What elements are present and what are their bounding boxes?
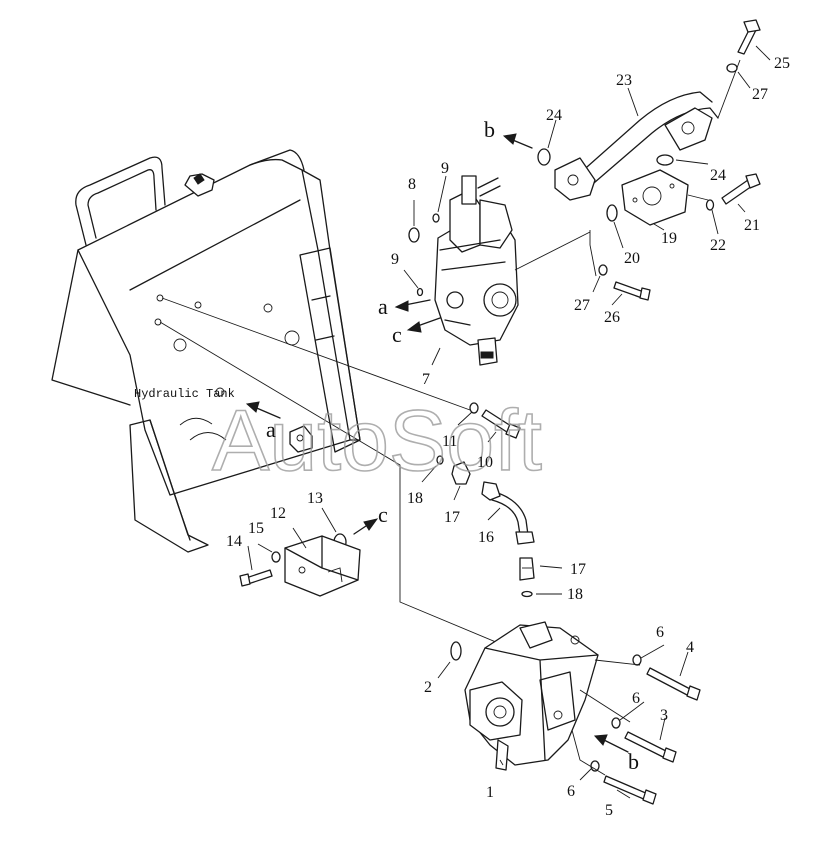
callout-8: 8 bbox=[408, 176, 416, 193]
pump-1 bbox=[464, 621, 641, 776]
callout-24-lower: 24 bbox=[710, 167, 726, 184]
watermark-text: AutoSoft bbox=[212, 393, 542, 489]
callout-6-upper: 6 bbox=[656, 624, 664, 641]
callout-2: 2 bbox=[424, 679, 432, 696]
callout-18-left: 18 bbox=[407, 490, 423, 507]
callout-6-lower: 6 bbox=[567, 783, 575, 800]
flow-letter-a-valve: a bbox=[378, 294, 388, 319]
block-12 bbox=[284, 535, 361, 597]
bolts bbox=[239, 19, 761, 805]
callout-16: 16 bbox=[478, 529, 494, 546]
callout-19: 19 bbox=[661, 230, 677, 247]
callout-21: 21 bbox=[744, 217, 760, 234]
callout-17-left: 17 bbox=[444, 509, 460, 526]
callout-22: 22 bbox=[710, 237, 726, 254]
callout-18-right: 18 bbox=[567, 586, 583, 603]
flow-arrows bbox=[245, 133, 629, 753]
callout-11: 11 bbox=[442, 433, 457, 450]
callout-20: 20 bbox=[624, 250, 640, 267]
flow-letter-b-bottom: b bbox=[628, 749, 639, 774]
callout-27-left: 27 bbox=[574, 297, 590, 314]
flange-block-19 bbox=[621, 169, 709, 226]
callout-9-upper: 9 bbox=[441, 160, 449, 177]
fittings bbox=[451, 461, 535, 581]
callout-3: 3 bbox=[660, 707, 668, 724]
callout-7: 7 bbox=[422, 371, 430, 388]
callout-12: 12 bbox=[270, 505, 286, 522]
flow-letters: a a b b c c bbox=[266, 117, 639, 774]
callout-17-right: 17 bbox=[570, 561, 586, 578]
callout-26: 26 bbox=[604, 309, 620, 326]
callout-14: 14 bbox=[226, 533, 242, 550]
callout-numbers: 1 2 3 4 5 6 6 6 7 8 9 9 10 11 12 13 14 1… bbox=[226, 55, 790, 819]
callout-23: 23 bbox=[616, 72, 632, 89]
callout-1: 1 bbox=[486, 784, 494, 801]
callout-4: 4 bbox=[686, 639, 694, 656]
callout-24-upper: 24 bbox=[546, 107, 562, 124]
tank-leader-lines bbox=[159, 297, 516, 651]
flow-letter-c-valve: c bbox=[392, 322, 402, 347]
callout-15: 15 bbox=[248, 520, 264, 537]
hydraulic-tank bbox=[51, 149, 361, 553]
callout-6-middle: 6 bbox=[632, 690, 640, 707]
callout-27-right: 27 bbox=[752, 86, 768, 103]
callout-25: 25 bbox=[774, 55, 790, 72]
control-valve-7 bbox=[434, 175, 591, 366]
callout-leaders bbox=[247, 45, 771, 799]
hydraulic-tank-caption: Hydraulic Tank bbox=[134, 387, 235, 401]
callout-5: 5 bbox=[605, 802, 613, 819]
callout-9-lower: 9 bbox=[391, 251, 399, 268]
flow-letter-c-block: c bbox=[378, 502, 388, 527]
flow-letter-b-top: b bbox=[484, 117, 495, 142]
flow-letter-a-tank: a bbox=[266, 417, 276, 442]
callout-13: 13 bbox=[307, 490, 323, 507]
callout-10: 10 bbox=[477, 454, 493, 471]
